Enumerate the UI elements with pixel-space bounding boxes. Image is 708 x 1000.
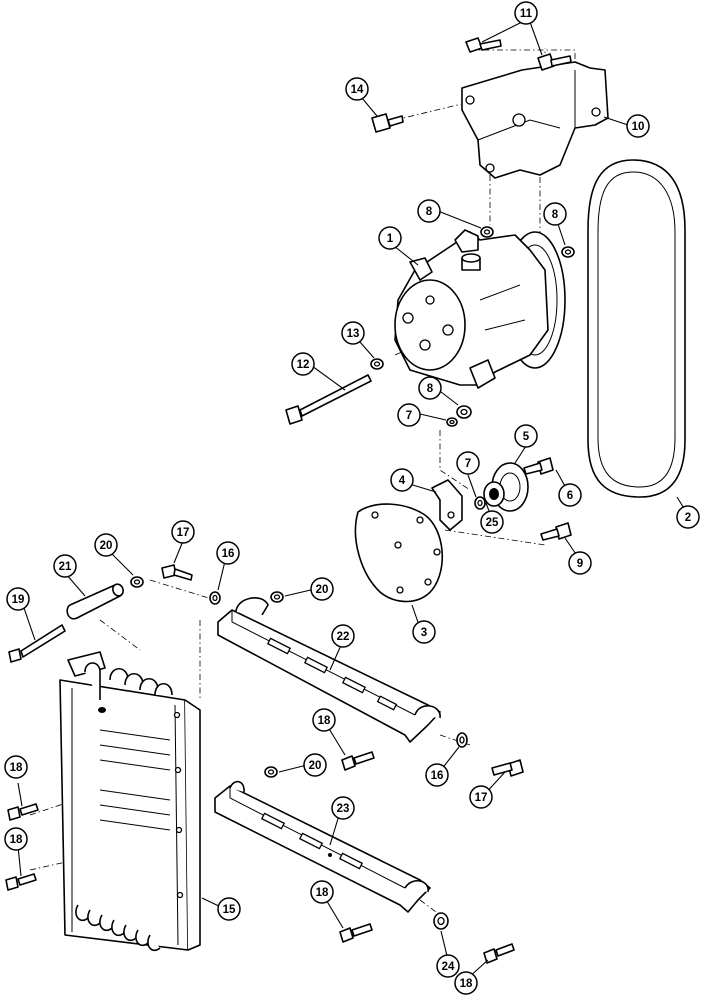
callout-17b: 17 xyxy=(469,785,493,809)
callout-label: 7 xyxy=(465,458,471,470)
callout-label: 17 xyxy=(177,527,190,539)
callout-label: 18 xyxy=(10,834,23,846)
callout-label: 1 xyxy=(387,233,394,245)
callout-2: 2 xyxy=(676,505,700,529)
callout-label: 20 xyxy=(100,540,113,552)
callout-7a: 7 xyxy=(397,403,421,427)
callout-label: 15 xyxy=(223,904,236,916)
callout-10: 10 xyxy=(626,114,650,138)
callout-label: 8 xyxy=(427,383,434,395)
nuts-washers-upper xyxy=(370,226,575,427)
callout-20b: 20 xyxy=(310,577,334,601)
idler-pulley xyxy=(474,462,529,512)
callout-25: 25 xyxy=(480,510,504,534)
callout-label: 23 xyxy=(337,803,350,815)
mounting-bracket xyxy=(461,61,609,179)
callout-label: 16 xyxy=(222,548,235,560)
callout-label: 11 xyxy=(520,8,533,20)
callout-23: 23 xyxy=(331,796,355,820)
callout-label: 20 xyxy=(309,760,322,772)
bolts-6-9 xyxy=(523,457,572,541)
callout-label: 12 xyxy=(297,359,310,371)
callout-8b: 8 xyxy=(543,202,567,226)
callout-18d: 18 xyxy=(310,880,334,904)
callout-7b: 7 xyxy=(456,451,480,475)
callout-label: 2 xyxy=(685,512,691,524)
callout-label: 17 xyxy=(475,792,488,804)
support-bar-upper xyxy=(217,597,441,743)
callout-18a: 18 xyxy=(312,708,336,732)
callout-label: 5 xyxy=(523,431,530,443)
adjuster-plate xyxy=(354,503,444,603)
callout-label: 22 xyxy=(337,631,350,643)
callout-17a: 17 xyxy=(171,520,195,544)
callout-label: 10 xyxy=(632,121,645,133)
callout-label: 8 xyxy=(552,209,559,221)
callout-21: 21 xyxy=(53,554,77,578)
callout-12: 12 xyxy=(291,352,315,376)
washers-lower xyxy=(130,576,468,930)
bolt-11 xyxy=(465,37,572,71)
callout-label: 18 xyxy=(460,978,473,990)
callout-5: 5 xyxy=(514,424,538,448)
callout-6: 6 xyxy=(558,483,582,507)
callout-label: 25 xyxy=(486,517,499,529)
callout-label: 6 xyxy=(567,490,573,502)
callout-label: 24 xyxy=(442,961,455,973)
long-bolt-12 xyxy=(285,374,372,425)
condenser xyxy=(59,651,201,952)
drive-belt xyxy=(587,159,686,498)
callout-20c: 20 xyxy=(303,753,327,777)
callout-label: 20 xyxy=(316,584,329,596)
callout-8a: 8 xyxy=(417,199,441,223)
callout-24: 24 xyxy=(436,954,460,978)
callout-14: 14 xyxy=(345,77,369,101)
callout-label: 16 xyxy=(431,770,444,782)
callout-13: 13 xyxy=(341,321,365,345)
callout-16a: 16 xyxy=(216,541,240,565)
callout-label: 19 xyxy=(12,594,25,606)
callout-label: 3 xyxy=(421,627,427,639)
callout-label: 8 xyxy=(426,206,433,218)
callout-22: 22 xyxy=(331,624,355,648)
bolts-lower xyxy=(5,564,524,964)
callout-label: 13 xyxy=(347,328,360,340)
callout-label: 18 xyxy=(316,887,329,899)
callout-18e: 18 xyxy=(454,971,478,995)
callout-label: 14 xyxy=(351,84,364,96)
sleeve-21 xyxy=(66,583,124,620)
callout-16b: 16 xyxy=(425,763,449,787)
callout-label: 18 xyxy=(10,762,23,774)
callout-9: 9 xyxy=(568,551,592,575)
callout-19: 19 xyxy=(6,587,30,611)
bolt-14 xyxy=(371,113,404,133)
callout-20a: 20 xyxy=(94,533,118,557)
callout-label: 4 xyxy=(399,475,406,487)
callout-label: 18 xyxy=(318,715,331,727)
callout-11: 11 xyxy=(514,1,538,25)
callout-label: 7 xyxy=(406,410,412,422)
tensioner-bracket xyxy=(431,479,463,531)
callout-4: 4 xyxy=(390,468,414,492)
callout-18b: 18 xyxy=(4,755,28,779)
callout-8c: 8 xyxy=(418,376,442,400)
support-bar-lower xyxy=(214,780,431,913)
callout-label: 21 xyxy=(59,561,72,573)
callout-15: 15 xyxy=(217,897,241,921)
callout-label: 9 xyxy=(577,558,583,570)
callout-1: 1 xyxy=(378,226,402,250)
callout-3: 3 xyxy=(412,620,436,644)
compressor xyxy=(394,229,566,389)
callout-18c: 18 xyxy=(4,827,28,851)
